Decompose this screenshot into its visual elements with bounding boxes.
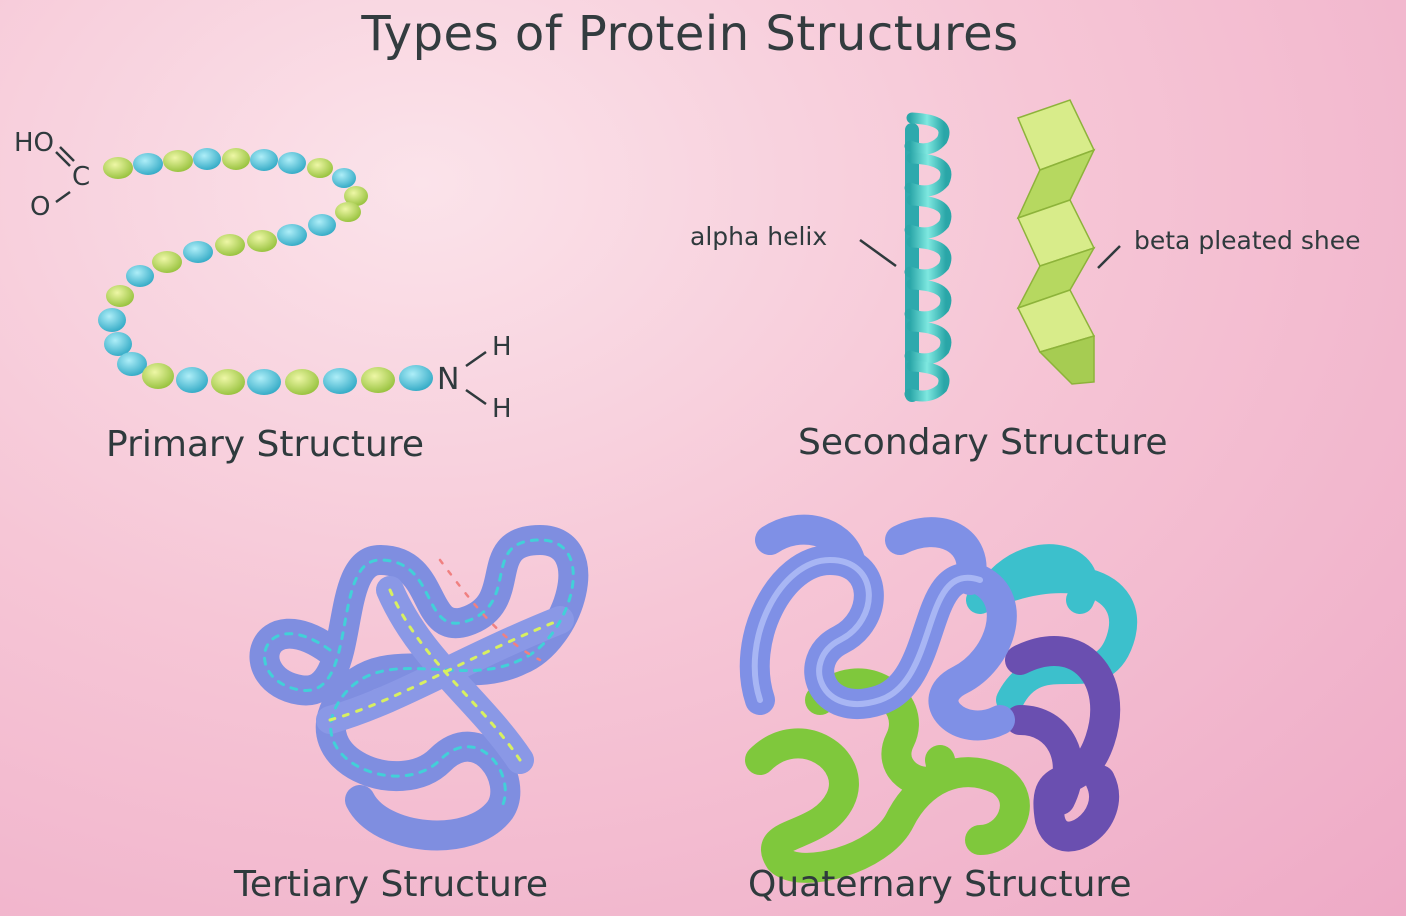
chem-o: O: [30, 192, 51, 222]
beta-sheet-icon: [1016, 99, 1096, 385]
chem-h1: H: [492, 332, 512, 362]
tertiary-fold-icon: [249, 525, 589, 851]
tertiary-structure-label: Tertiary Structure: [234, 864, 549, 905]
amino-acid-chain-icon: [98, 148, 433, 395]
quaternary-structure-label: Quaternary Structure: [748, 864, 1132, 905]
alpha-helix-icon: [859, 112, 1121, 402]
chem-ho: HO: [14, 128, 55, 158]
page-title: Types of Protein Structures: [361, 6, 1019, 62]
quaternary-complex-icon: [739, 514, 1137, 883]
chem-c: C: [72, 162, 91, 192]
carboxyl-bonds-icon: [55, 146, 487, 406]
secondary-structure-label: Secondary Structure: [798, 422, 1168, 463]
beta-sheet-label: beta pleated shee: [1134, 226, 1361, 255]
chem-h2: H: [492, 394, 512, 424]
alpha-helix-label: alpha helix: [690, 222, 828, 251]
chem-n: N: [437, 362, 460, 397]
primary-structure-label: Primary Structure: [106, 424, 425, 465]
